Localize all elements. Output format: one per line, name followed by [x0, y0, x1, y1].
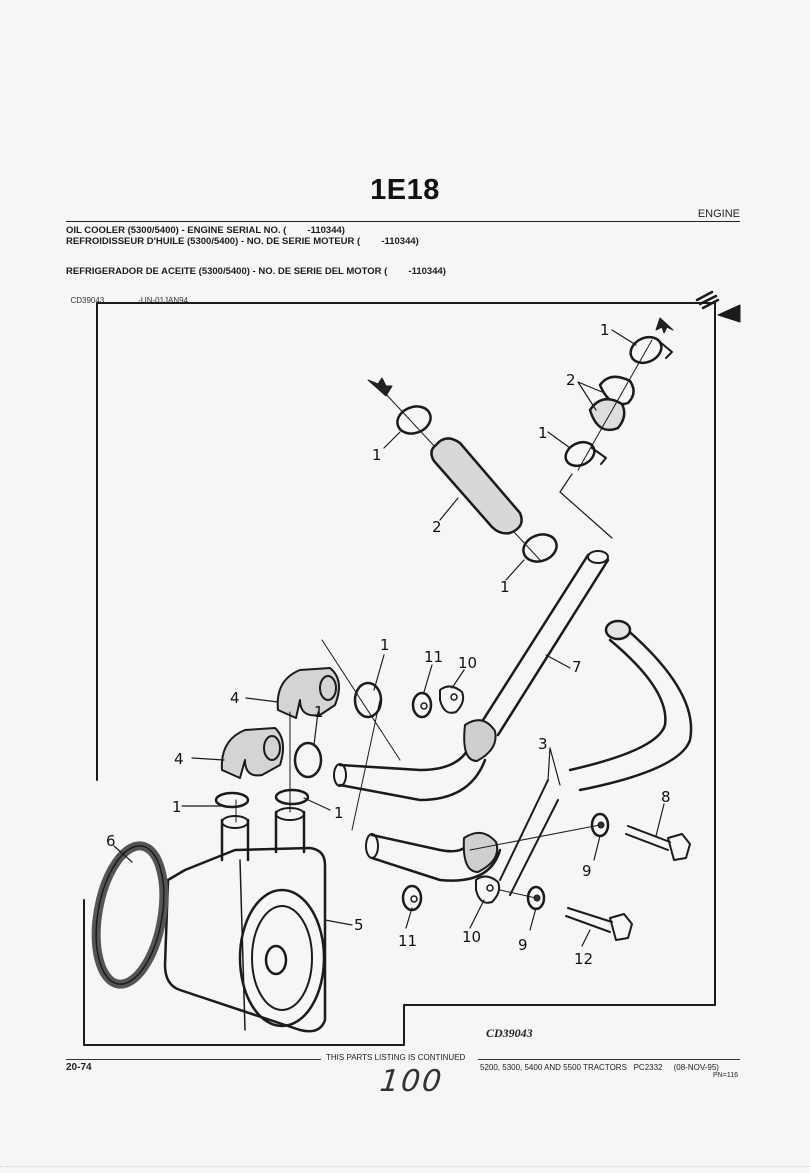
- flow-arrow-icon: [655, 317, 674, 334]
- callout-2: 2: [432, 518, 442, 536]
- publication-info: 5200, 5300, 5400 AND 5500 TRACTORS PC233…: [480, 1063, 719, 1072]
- gasket-6: [91, 841, 169, 989]
- flow-arrow-icon: [367, 377, 393, 397]
- title-french: REFROIDISSEUR D'HUILE (5300/5400) - NO. …: [66, 236, 419, 247]
- callout-4: 4: [174, 750, 184, 768]
- hose-3: [499, 619, 693, 896]
- upper-right-hose-assembly: [559, 317, 674, 539]
- pn-number: PN=116: [713, 1072, 738, 1079]
- page-number: 20-74: [66, 1062, 92, 1073]
- leader-lines: [113, 329, 665, 947]
- callout-1: 1: [172, 798, 182, 816]
- upper-left-hose-assembly: [367, 377, 558, 563]
- illustration-ref-date: -UN-01JAN94: [138, 296, 189, 305]
- pipe-7: [476, 550, 610, 737]
- washer-11-upper: [411, 691, 433, 719]
- callout-2: 2: [566, 371, 576, 389]
- bolt-12: [565, 907, 633, 941]
- clamp-1-group: [214, 681, 383, 809]
- title-spanish: REFRIGERADOR DE ACEITE (5300/5400) - NO.…: [66, 266, 446, 277]
- callout-11: 11: [424, 648, 443, 666]
- footer-rule-right: [478, 1059, 740, 1060]
- lower-pipe-upper: [333, 719, 497, 802]
- callout-7: 7: [572, 658, 582, 676]
- callout-1: 1: [372, 446, 382, 464]
- callout-3: 3: [538, 735, 548, 753]
- callout-12: 12: [574, 950, 593, 968]
- elbow-4-lower: [220, 727, 285, 779]
- callout-1: 1: [314, 703, 324, 721]
- callout-1: 1: [600, 321, 610, 339]
- bolt-8: [625, 825, 691, 861]
- callout-11: 11: [398, 932, 417, 950]
- washer-11-lower: [401, 884, 423, 912]
- illustration-caption: CD39043: [486, 1026, 533, 1040]
- header-rule: [66, 221, 740, 222]
- callout-1: 1: [334, 804, 344, 822]
- callout-9: 9: [582, 862, 592, 880]
- callout-1: 1: [500, 578, 510, 596]
- callout-1: 1: [538, 424, 548, 442]
- clip-10-lower: [475, 875, 501, 904]
- section-label: ENGINE: [697, 208, 740, 220]
- clip-10-upper: [439, 685, 465, 714]
- handwritten-note: 100: [378, 1064, 446, 1099]
- page-code: 1E18: [370, 174, 440, 206]
- callout-10: 10: [462, 928, 481, 946]
- elbow-4-upper: [276, 667, 340, 719]
- illustration-reference: CD39043 -UN-01JAN94: [66, 287, 222, 305]
- callout-6: 6: [106, 832, 116, 850]
- callout-4: 4: [230, 689, 240, 707]
- oil-cooler-5: [163, 807, 327, 1033]
- illustration-ref-code: CD39043: [70, 296, 105, 305]
- lower-pipe-lower: [365, 831, 502, 882]
- continued-label: THIS PARTS LISTING IS CONTINUED: [326, 1053, 466, 1062]
- scan-edge: [0, 1166, 810, 1167]
- callout-8: 8: [661, 788, 671, 806]
- title-english: OIL COOLER (5300/5400) - ENGINE SERIAL N…: [66, 225, 345, 236]
- callout-5: 5: [354, 916, 364, 934]
- callout-10: 10: [458, 654, 477, 672]
- corner-mark-icon: [695, 290, 741, 323]
- callout-9: 9: [518, 936, 528, 954]
- footer-rule-left: [66, 1059, 321, 1060]
- callout-1: 1: [380, 636, 390, 654]
